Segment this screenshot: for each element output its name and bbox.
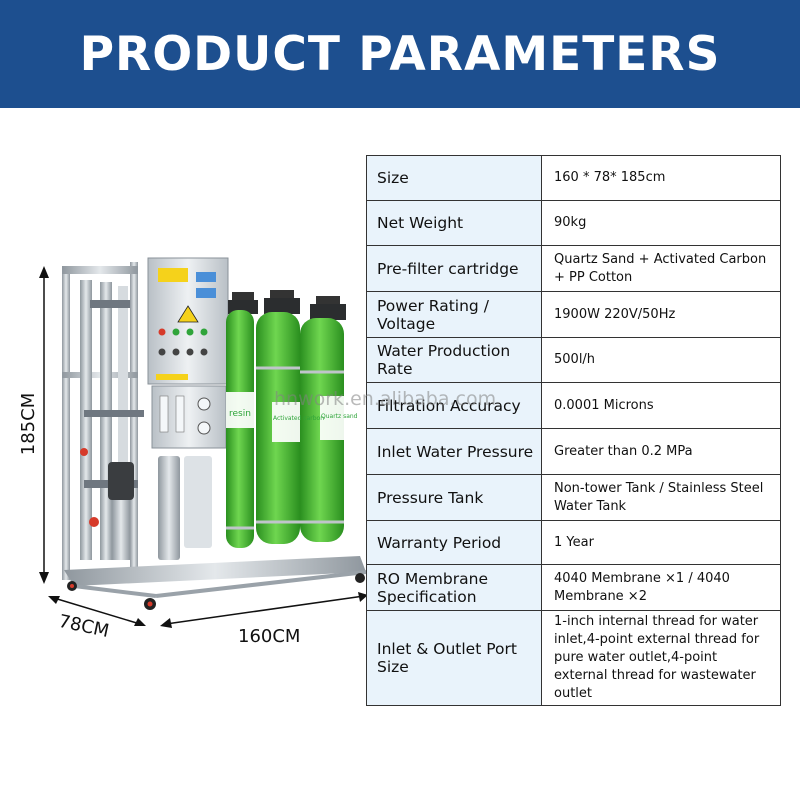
param-value: 160 * 78* 185cm <box>541 155 781 201</box>
param-label: Water Production Rate <box>366 337 542 383</box>
param-value: 1 Year <box>541 520 781 565</box>
control-panel <box>147 257 229 385</box>
height-dimension <box>39 266 49 584</box>
steel-frame <box>62 262 144 582</box>
param-label: Inlet Water Pressure <box>366 428 542 475</box>
base-frame <box>64 556 367 610</box>
tank-label-resin: resin <box>229 409 251 419</box>
param-value: 1900W 220V/50Hz <box>541 291 781 338</box>
flowmeter-panel <box>151 385 227 449</box>
stainless-tank <box>184 456 212 548</box>
tank-label-sand: Quartz sand <box>321 413 358 420</box>
filter-tanks <box>226 290 346 548</box>
param-label: Filtration Accuracy <box>366 382 542 429</box>
page-title: PRODUCT PARAMETERS <box>79 26 721 82</box>
param-label: Size <box>366 155 542 201</box>
param-value: Non-tower Tank / Stainless Steel Water T… <box>541 474 781 521</box>
param-label: Pre-filter cartridge <box>366 245 542 292</box>
param-label: Net Weight <box>366 200 542 246</box>
height-label: 185CM <box>18 393 39 455</box>
param-label: Pressure Tank <box>366 474 542 521</box>
depth-label: 78CM <box>57 611 111 642</box>
param-value: 0.0001 Microns <box>541 382 781 429</box>
watermark: hnwork.en.alibaba.com <box>274 388 497 410</box>
param-value: 500l/h <box>541 337 781 383</box>
param-label: RO Membrane Specification <box>366 564 542 611</box>
ro-machine-illustration: 185CM <box>18 257 368 647</box>
param-value: 1-inch internal thread for water inlet,4… <box>541 610 781 706</box>
param-value: 4040 Membrane ×1 / 4040 Membrane ×2 <box>541 564 781 611</box>
header-banner: PRODUCT PARAMETERS <box>0 0 800 108</box>
width-label: 160CM <box>238 626 300 647</box>
param-label: Warranty Period <box>366 520 542 565</box>
param-value: 90kg <box>541 200 781 246</box>
param-label: Inlet & Outlet Port Size <box>366 610 542 706</box>
depth-dimension <box>48 596 146 626</box>
param-label: Power Rating / Voltage <box>366 291 542 338</box>
tank-label-carbon: Activated carbon <box>273 415 324 422</box>
width-dimension <box>160 592 368 628</box>
security-filter <box>158 456 180 560</box>
param-value: Quartz Sand + Activated Carbon + PP Cott… <box>541 245 781 292</box>
param-value: Greater than 0.2 MPa <box>541 428 781 475</box>
